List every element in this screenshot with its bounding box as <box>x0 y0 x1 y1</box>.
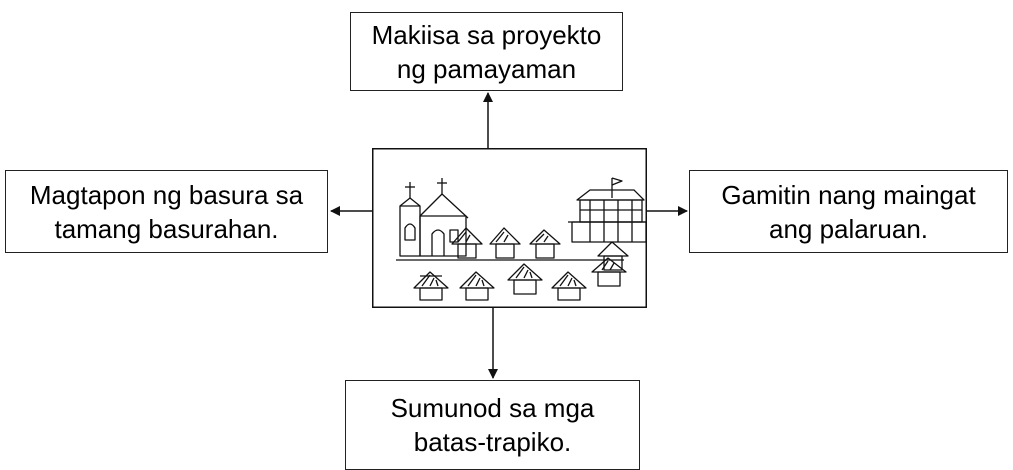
bottom-box: Sumunod sa mga batas-trapiko. <box>345 380 640 470</box>
top-box: Makiisa sa proyekto ng pamayaman <box>350 12 623 91</box>
right-box-line1: Gamitin nang maingat <box>721 179 976 210</box>
bottom-box-line2: batas-trapiko. <box>413 427 572 457</box>
connector-arrows <box>330 92 688 379</box>
school-drawing <box>568 177 647 243</box>
top-box-line2: ng pamayaman <box>396 53 577 84</box>
left-box-line1: Magtapon ng basura sa <box>29 179 304 210</box>
bottom-box-line1: Sumunod sa mga <box>390 393 595 423</box>
church-drawing <box>399 178 469 257</box>
left-box-line2: tamang basurahan. <box>54 213 279 244</box>
left-box: Magtapon ng basura sa tamang basurahan. <box>5 170 328 253</box>
right-box-line2: ang palaruan. <box>768 213 929 244</box>
right-box: Gamitin nang maingat ang palaruan. <box>689 170 1008 253</box>
community-sketch-picture <box>372 148 647 308</box>
huts-drawing <box>396 227 629 301</box>
top-box-line1: Makiisa sa proyekto <box>371 19 602 50</box>
